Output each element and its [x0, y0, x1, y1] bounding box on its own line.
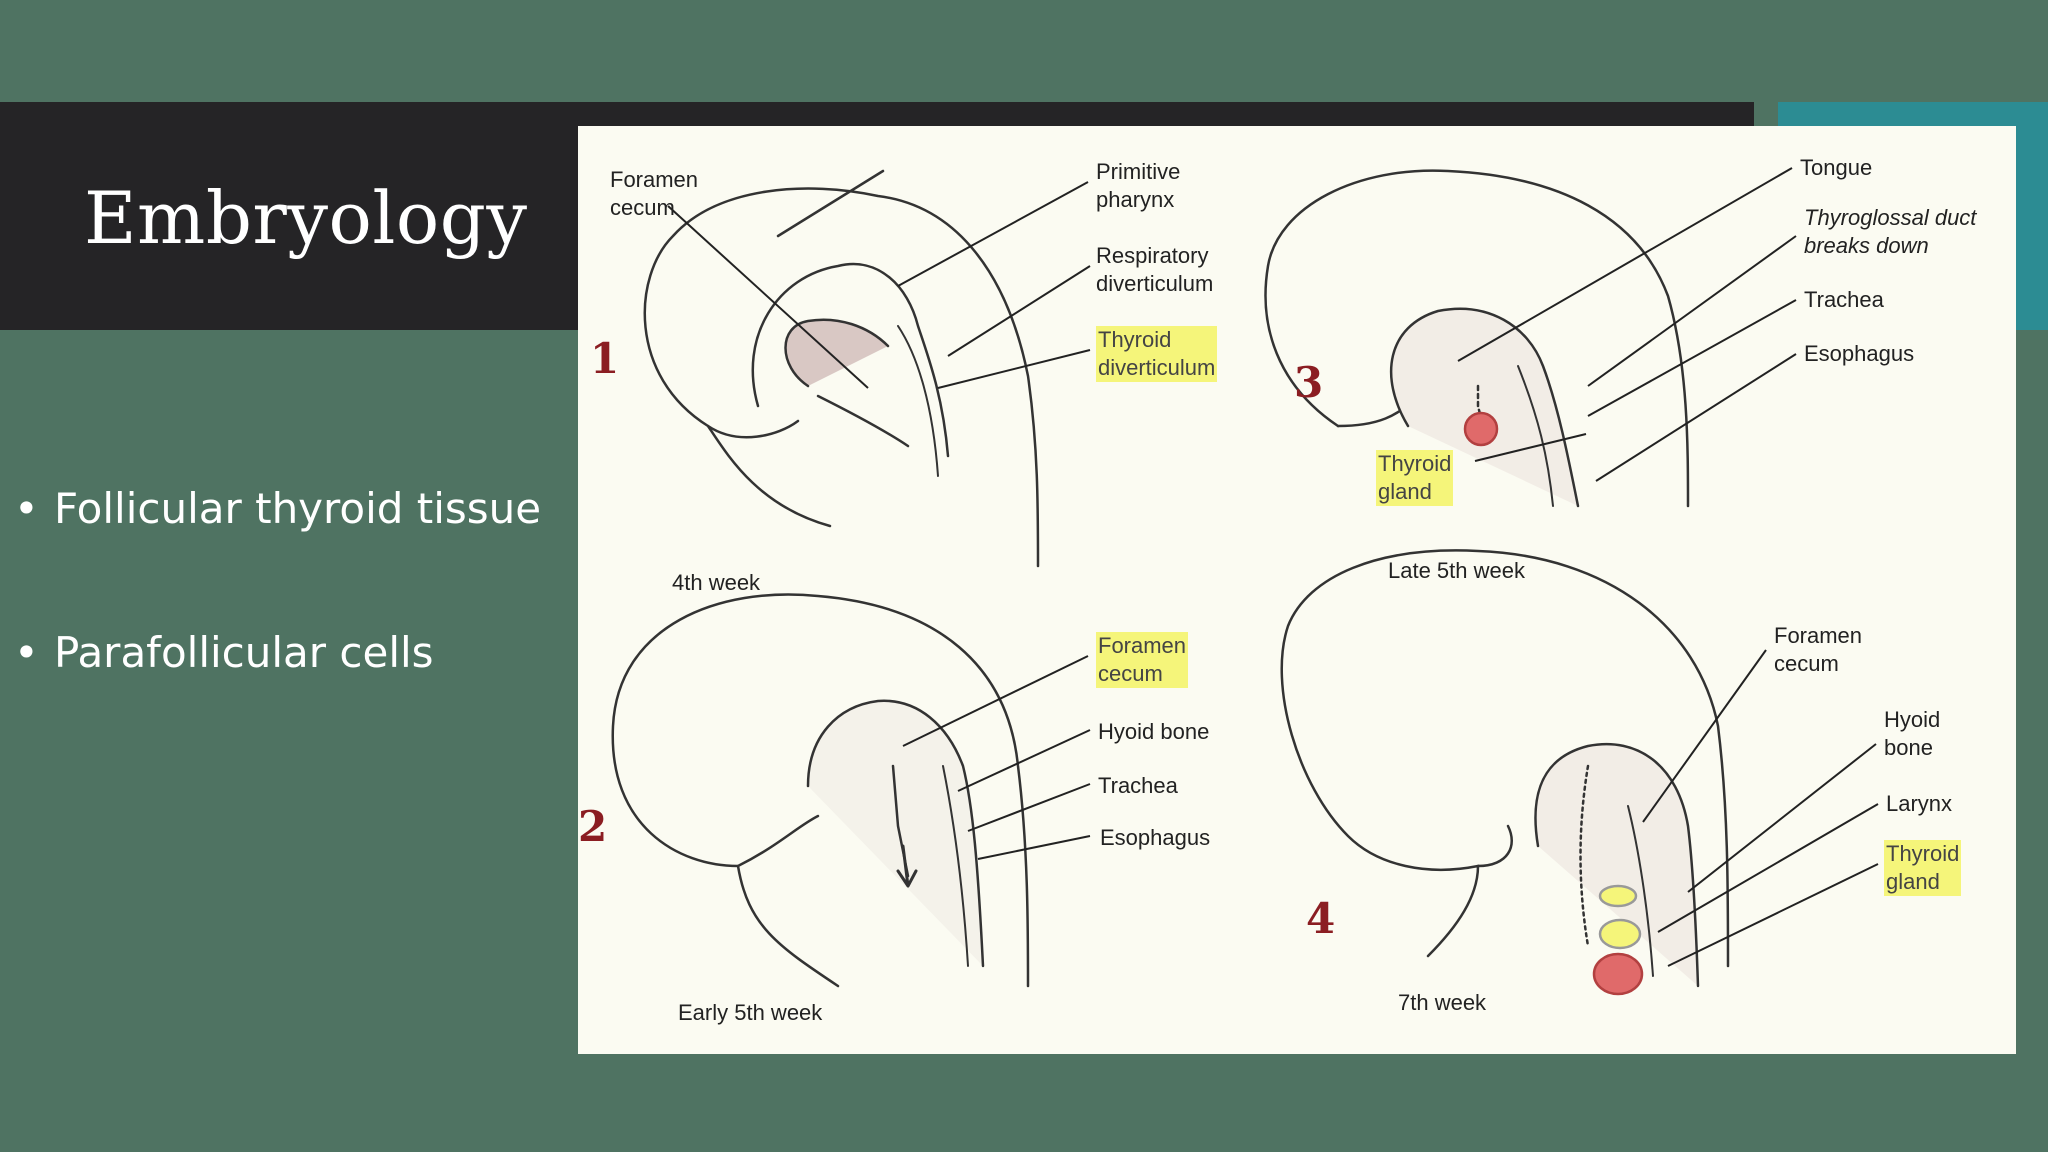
label-primitive-pharynx: Primitive pharynx [1096, 159, 1181, 212]
label-foramen-cecum-1: Foramen cecum [610, 167, 699, 220]
label-tongue: Tongue [1800, 155, 1873, 180]
panel-number-2: 2 [578, 802, 608, 851]
panel-1-drawing [643, 169, 1040, 568]
label-trachea-3: Trachea [1804, 287, 1884, 312]
embryology-figure: 1 4th week Foramen cecum Primitive phary… [578, 126, 2016, 1054]
label-esophagus-3: Esophagus [1804, 341, 1915, 366]
label-foramen-cecum-4: Foramen cecum [1774, 623, 1863, 676]
bullet-item: • Parafollicular cells [14, 618, 541, 762]
label-thyroid-diverticulum: Thyroid diverticulum [1096, 326, 1218, 382]
figure-drawing [611, 169, 1730, 996]
label-hyoid-bone-2: Hyoid bone [1098, 719, 1210, 744]
label-respiratory-diverticulum: Respiratory diverticulum [1096, 243, 1214, 296]
label-hyoid-bone-4: Hyoid bone [1884, 707, 1941, 760]
panel-3-drawing [1264, 169, 1690, 508]
slide-title: Embryology [84, 176, 528, 260]
panel-caption-2: Early 5th week [678, 1000, 823, 1025]
panel-number-4: 4 [1306, 894, 1336, 943]
label-larynx: Larynx [1886, 791, 1953, 816]
panel-caption-1: 4th week [672, 570, 761, 595]
panel-caption-4: 7th week [1398, 990, 1487, 1015]
label-thyroglossal-duct: Thyroglossal duct breaks down [1804, 205, 1977, 258]
panel-4-drawing [1280, 549, 1730, 996]
label-foramen-cecum-2: Foramen cecum [1096, 632, 1189, 688]
label-esophagus-2: Esophagus [1100, 825, 1211, 850]
bullet-list: • Follicular thyroid tissue • Parafollicul… [14, 474, 541, 762]
bullet-item: • Follicular thyroid tissue [14, 474, 541, 618]
bullet-text: Parafollicular cells [54, 628, 434, 677]
bullet-glyph: • [14, 628, 39, 677]
label-thyroid-gland-4: Thyroid gland [1884, 840, 1962, 896]
panel-caption-3: Late 5th week [1388, 558, 1525, 583]
label-trachea-2: Trachea [1098, 773, 1178, 798]
bullet-text: Follicular thyroid tissue [54, 484, 542, 533]
panel-number-1: 1 [590, 334, 620, 383]
label-thyroid-gland-3: Thyroid gland [1376, 450, 1454, 506]
panel-number-3: 3 [1294, 358, 1324, 407]
bullet-glyph: • [14, 484, 39, 533]
leader-lines [667, 167, 1879, 967]
